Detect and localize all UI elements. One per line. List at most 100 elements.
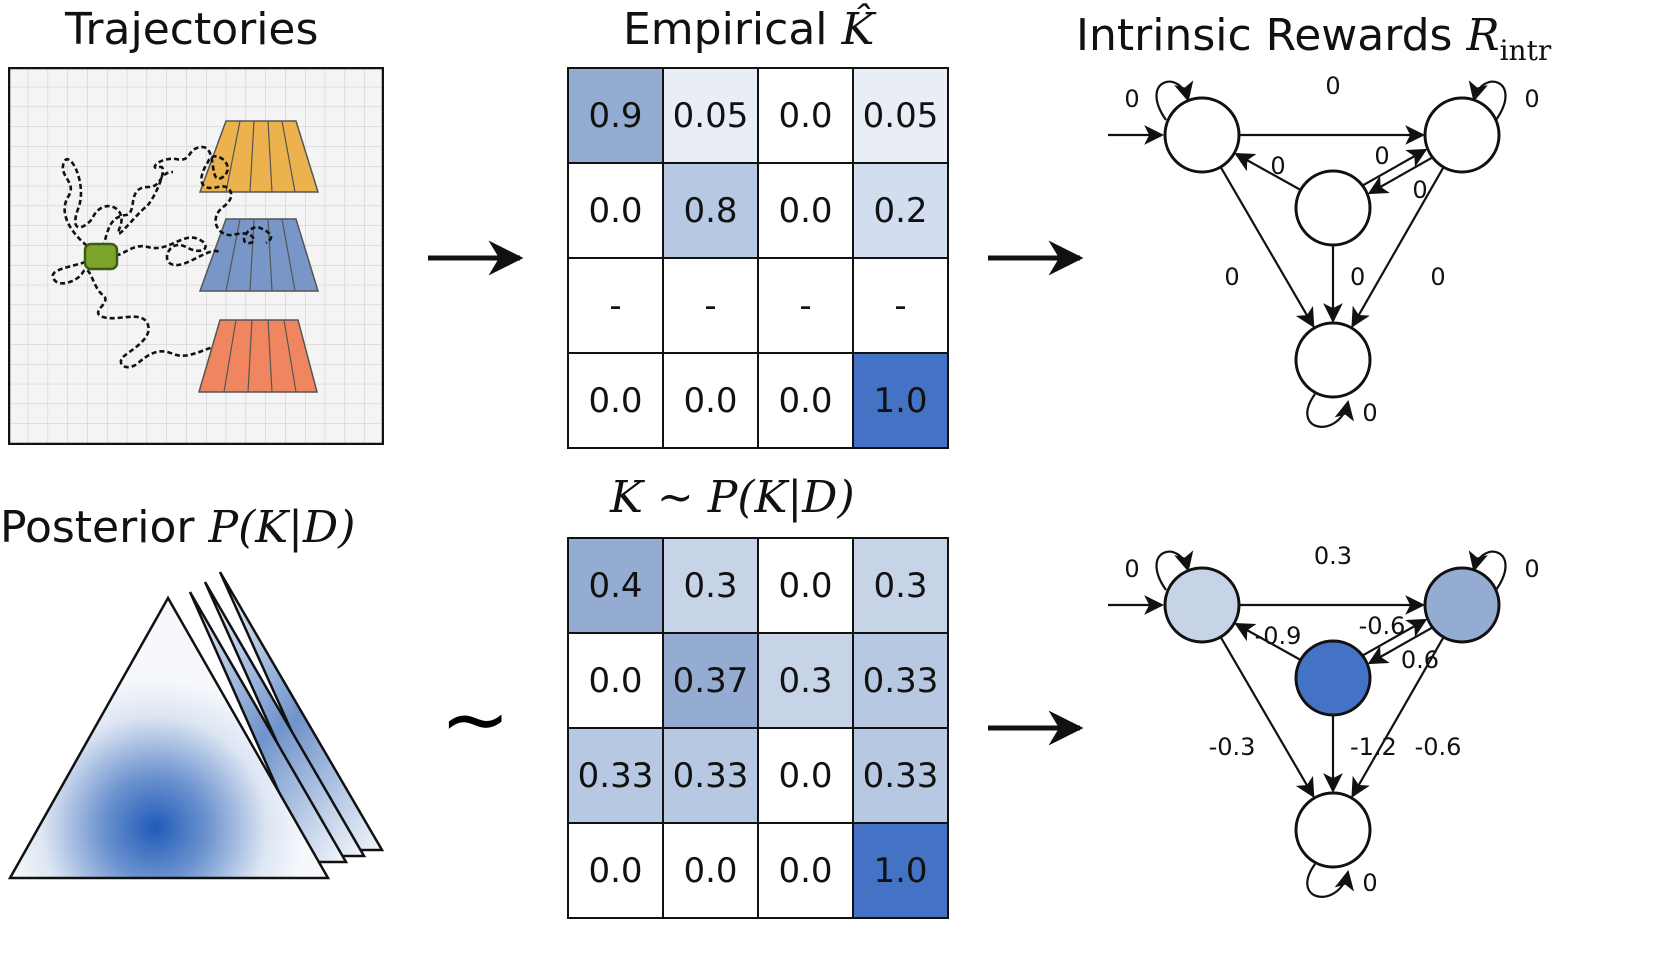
matrix-cell: 0.0 xyxy=(757,352,854,449)
simplex-front xyxy=(7,595,331,880)
matrix-cell: 0.0 xyxy=(662,822,759,919)
simplex-layer-3 xyxy=(203,581,367,858)
matrix-cell: 0.0 xyxy=(757,67,854,164)
matrix-cell: 1.0 xyxy=(852,822,949,919)
edge-label-self-b: 0 xyxy=(1362,399,1377,427)
edge-label-tr-b: 0 xyxy=(1430,263,1445,291)
coral-trapezoid-object xyxy=(198,319,318,393)
edge-c-tl xyxy=(1234,153,1302,191)
node-tr xyxy=(1423,96,1501,174)
matrix-cell: 0.37 xyxy=(662,632,759,729)
edge-tr-c xyxy=(1367,626,1433,665)
grid-lines xyxy=(9,68,383,444)
self-loop-b xyxy=(1306,393,1354,428)
tilde-symbol: ∼ xyxy=(440,670,510,768)
matrix-cell: 0.0 xyxy=(567,352,664,449)
title-intrinsic-rewards: Intrinsic Rewards Rintr xyxy=(1076,10,1551,67)
agent-icon xyxy=(83,242,119,271)
matrix-cell: 0.05 xyxy=(852,67,949,164)
title-empirical-symbol: K̂ xyxy=(841,4,875,55)
rewards-subscript: intr xyxy=(1499,33,1552,67)
matrix-cell: 0.0 xyxy=(757,727,854,824)
matrix-cell: 0.0 xyxy=(757,162,854,259)
edge-label-tr-c: 0.6 xyxy=(1401,646,1439,674)
matrix-cell: 0.05 xyxy=(662,67,759,164)
node-b xyxy=(1294,791,1372,869)
edge-label-tl-b: 0 xyxy=(1224,263,1239,291)
matrix-cell: 0.33 xyxy=(662,727,759,824)
edge-label-tl-tr: 0 xyxy=(1325,72,1340,100)
matrix-cell: - xyxy=(662,257,759,354)
matrix-cell: 0.9 xyxy=(567,67,664,164)
matrix-cell: 0.0 xyxy=(567,632,664,729)
trajectory-path xyxy=(51,145,273,369)
node-tl xyxy=(1163,566,1241,644)
blue-trapezoid-object xyxy=(198,218,320,292)
panel-border xyxy=(8,67,384,445)
matrix-cell: 0.33 xyxy=(852,727,949,824)
title-posterior: Posterior P(K|D) xyxy=(0,502,355,553)
trajectories-panel xyxy=(8,67,384,445)
self-loop-tl xyxy=(1155,550,1194,591)
matrix-cell: 0.33 xyxy=(567,727,664,824)
node-tr xyxy=(1423,566,1501,644)
matrix-cell: 0.8 xyxy=(662,162,759,259)
matrix-cell: 0.0 xyxy=(662,352,759,449)
title-sample: K ∼ P(K|D) xyxy=(610,472,855,523)
node-c xyxy=(1294,169,1372,247)
posterior-simplex xyxy=(7,571,385,880)
edge-c-tl xyxy=(1234,623,1302,661)
node-b xyxy=(1294,321,1372,399)
edge-label-tr-b: -0.6 xyxy=(1415,733,1462,761)
edge-label-tl-tr: 0.3 xyxy=(1314,542,1352,570)
edge-label-c-tl: -0.9 xyxy=(1255,622,1302,650)
title-posterior-prefix: Posterior xyxy=(0,502,195,553)
matrix-cell: 0.2 xyxy=(852,162,949,259)
matrix-cell: 0.3 xyxy=(757,632,854,729)
edge-tr-c xyxy=(1367,156,1433,195)
matrix-cell: 0.0 xyxy=(567,822,664,919)
self-loop-b xyxy=(1306,863,1354,898)
edge-label-c-tr: 0 xyxy=(1374,142,1389,170)
matrix-cell: 1.0 xyxy=(852,352,949,449)
edge-label-c-b: -1.2 xyxy=(1350,733,1397,761)
matrix-cell: 0.0 xyxy=(567,162,664,259)
matrix-cell: - xyxy=(757,257,854,354)
title-posterior-symbol: P(K|D) xyxy=(208,502,356,553)
edge-tr-b xyxy=(1351,166,1445,328)
edge-label-self-b: 0 xyxy=(1362,869,1377,897)
node-tl xyxy=(1163,96,1241,174)
title-trajectories: Trajectories xyxy=(65,4,319,55)
orange-trapezoid-object xyxy=(198,120,320,193)
edge-label-self-tr: 0 xyxy=(1524,85,1539,113)
matrix-cell: 0.4 xyxy=(567,537,664,634)
simplex-layer-2 xyxy=(188,591,349,864)
edge-tr-b xyxy=(1351,636,1445,798)
matrix-cell: 0.3 xyxy=(662,537,759,634)
matrix-row: ---- xyxy=(567,257,949,354)
matrix-cell: 0.3 xyxy=(852,537,949,634)
title-sample-symbol: K ∼ P(K|D) xyxy=(610,472,855,523)
title-empirical: Empirical K̂ xyxy=(623,4,874,55)
edge-label-self-tl: 0 xyxy=(1124,555,1139,583)
simplex-layer-4 xyxy=(218,571,385,852)
edge-label-self-tr: 0 xyxy=(1524,555,1539,583)
edge-tl-b xyxy=(1219,636,1315,799)
title-rewards-symbol: Rintr xyxy=(1466,10,1551,67)
matrix-cell: - xyxy=(567,257,664,354)
edge-tl-b xyxy=(1219,166,1315,329)
rewards-symbol-r: R xyxy=(1466,10,1500,61)
node-c xyxy=(1294,639,1372,717)
